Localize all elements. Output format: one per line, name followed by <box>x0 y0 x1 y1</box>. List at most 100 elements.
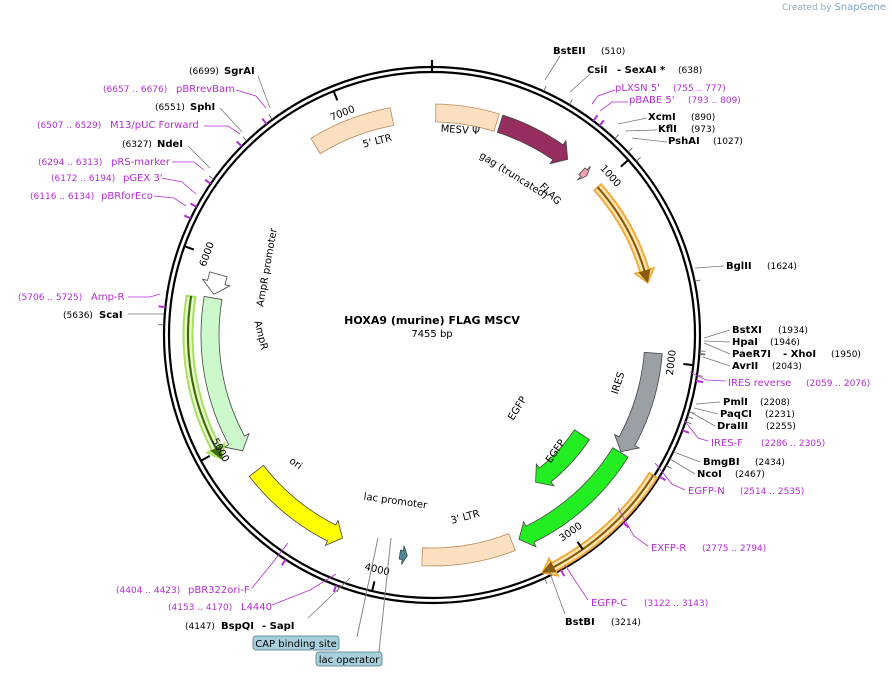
label-mesv: MESV Ψ <box>440 124 480 138</box>
tick-mark <box>185 245 195 251</box>
enzyme-pos: (2467) <box>735 470 765 480</box>
enzyme-name: SgrAI <box>224 66 255 77</box>
primer-site-mark <box>598 119 605 127</box>
enzyme-suffix: - SexAI * <box>617 65 666 76</box>
enzyme-suffix: - SapI <box>262 621 294 632</box>
label-ampr-promoter: AmpR promoter <box>255 227 280 308</box>
enzyme-name: BstEII <box>553 46 586 57</box>
primer-exfp-r[interactable]: EXFP-R (2775 .. 2794) <box>617 507 766 554</box>
enzyme-kfli[interactable]: KflI (973) <box>624 124 715 135</box>
primer-prs-marker[interactable]: (6294 .. 6313) pRS-marker <box>38 157 205 171</box>
enzyme-pos: (1950) <box>831 350 861 360</box>
primer-range: (4153 .. 4170) <box>168 603 232 613</box>
primer-ires-f[interactable]: IRES-F (2286 .. 2305) <box>683 419 825 449</box>
cap-binding-box[interactable]: CAP binding site <box>252 635 340 651</box>
primer-range: (5706 .. 5725) <box>18 293 82 303</box>
primer-name: pLXSN 5' <box>615 83 660 94</box>
enzyme-bstxi[interactable]: BstXI (1934) <box>703 325 808 339</box>
lac-operator-label: lac operator <box>319 655 380 666</box>
primer-m13puc[interactable]: (6507 .. 6529) M13/pUC Forward <box>37 120 241 135</box>
primer-pbr322ori-f[interactable]: (4404 .. 4423) pBR322ori-F <box>116 542 289 596</box>
lac-operator-box[interactable]: lac operator <box>315 651 383 667</box>
enzyme-name: DraIII <box>717 421 748 432</box>
primer-range: (2059 .. 2076) <box>806 379 870 389</box>
enzyme-ncoi[interactable]: NcoI (2467) <box>669 458 765 480</box>
lacop-leader <box>378 537 392 653</box>
primer-egfp-n[interactable]: EGFP-N (2514 .. 2535) <box>654 462 804 497</box>
enzyme-site-tick <box>208 175 215 180</box>
primer-site-mark <box>236 140 243 148</box>
enzyme-pos: (638) <box>678 66 702 76</box>
created-by-text: Created by <box>782 3 832 13</box>
enzyme-pos: (1027) <box>713 137 743 147</box>
snapgene-logo: SnapGene <box>834 2 886 13</box>
primer-site-mark <box>261 117 268 125</box>
primer-site-mark <box>183 214 192 220</box>
primer-range: (2514 .. 2535) <box>740 487 804 497</box>
primer-range: (6172 .. 6194) <box>51 174 115 184</box>
feature-arrow <box>535 429 590 487</box>
enzyme-name: BstBI <box>565 617 595 628</box>
label-ori: ori <box>287 456 304 472</box>
primer-pgex3[interactable]: (6172 .. 6194) pGEX 3' <box>51 173 197 195</box>
primer-ires-reverse[interactable]: IRES reverse (2059 .. 2076) <box>689 371 870 389</box>
primer-range: (6294 .. 6313) <box>38 158 102 168</box>
enzyme-name: CsiI <box>587 65 607 76</box>
enzyme-pos: (3214) <box>611 618 641 628</box>
enzyme-bspqi[interactable]: (4147) BspQI - SapI <box>185 577 351 632</box>
enzyme-xcmi[interactable]: XcmI (890) <box>617 112 715 125</box>
feature-orf-line <box>596 186 651 284</box>
primer-amp-r[interactable]: (5706 .. 5725) Amp-R <box>18 292 161 303</box>
enzyme-site-tick <box>665 465 672 469</box>
enzyme-name: BmgBI <box>703 457 740 468</box>
enzyme-csii[interactable]: CsiI - SexAI * (638) <box>569 65 702 93</box>
primer-site-mark <box>190 202 198 208</box>
primer-name: M13/pUC Forward <box>110 120 199 131</box>
enzyme-name: KflI <box>658 124 677 135</box>
feature-arrow <box>435 103 500 132</box>
enzyme-paqci[interactable]: PaqCI (2231) <box>693 407 795 420</box>
enzyme-pos: (2434) <box>755 458 785 468</box>
enzyme-pshai[interactable]: PshAI (1027) <box>631 136 743 147</box>
enzyme-draiii[interactable]: DraIII (2255) <box>691 412 796 432</box>
primer-name: L4440 <box>241 602 272 613</box>
enzyme-pmli[interactable]: PmlI (2208) <box>695 397 790 408</box>
enzyme-hpai[interactable]: HpaI (1946) <box>703 337 800 348</box>
enzyme-name: XcmI <box>648 112 676 123</box>
enzyme-bstei[interactable]: BstEII (510) <box>544 46 625 81</box>
primer-site-mark <box>592 114 599 122</box>
enzyme-name: ScaI <box>99 310 123 321</box>
enzyme-name: BglII <box>726 261 752 272</box>
feature-arrow <box>421 533 516 567</box>
enzyme-paer7i[interactable]: PaeR7I - XhoI (1950) <box>703 342 861 360</box>
enzyme-name: PaqCI <box>720 409 752 420</box>
primer-pbrrevbam[interactable]: (6657 .. 6676) pBRrevBam <box>103 84 267 109</box>
feature-arrow <box>613 351 663 453</box>
primer-site-mark <box>682 429 690 434</box>
enzyme-pos: (2231) <box>765 410 795 420</box>
enzyme-bstbi[interactable]: BstBI (3214) <box>547 567 641 628</box>
primer-name: pGEX 3' <box>123 173 163 184</box>
enzyme-pos: (890) <box>691 113 715 123</box>
primer-pbabe5[interactable]: pBABE 5' (793 .. 809) <box>599 95 741 112</box>
enzyme-name: NcoI <box>697 469 722 480</box>
enzyme-ndei[interactable]: (6327) NdeI <box>122 139 211 169</box>
enzyme-avrii[interactable]: AvrII (2043) <box>702 356 802 372</box>
primer-pbrforeco[interactable]: (6116 .. 6134) pBRforEco <box>30 191 187 207</box>
enzyme-bmgbi[interactable]: BmgBI (2434) <box>673 451 785 468</box>
enzyme-sphi[interactable]: (6551) SphI <box>155 102 243 133</box>
primer-range: (4404 .. 4423) <box>116 586 180 596</box>
primer-l4440[interactable]: (4153 .. 4170) L4440 <box>168 573 337 613</box>
primer-site-mark <box>560 569 566 577</box>
primer-plxsn5[interactable]: pLXSN 5' (755 .. 777) <box>591 83 726 105</box>
enzyme-bglii[interactable]: BglII (1624) <box>694 261 797 272</box>
feature-orf-line <box>542 474 655 573</box>
enzyme-scai[interactable]: (5636) ScaI <box>63 310 164 321</box>
enzyme-pos: (4147) <box>185 622 215 632</box>
primer-site-mark <box>659 475 667 482</box>
primer-egfp-c[interactable]: EGFP-C (3122 .. 3143) <box>564 564 708 609</box>
enzyme-name: PaeR7I <box>732 349 771 360</box>
feature-orf-line <box>186 295 223 460</box>
enzyme-sgrai[interactable]: (6699) SgrAI <box>189 66 271 109</box>
